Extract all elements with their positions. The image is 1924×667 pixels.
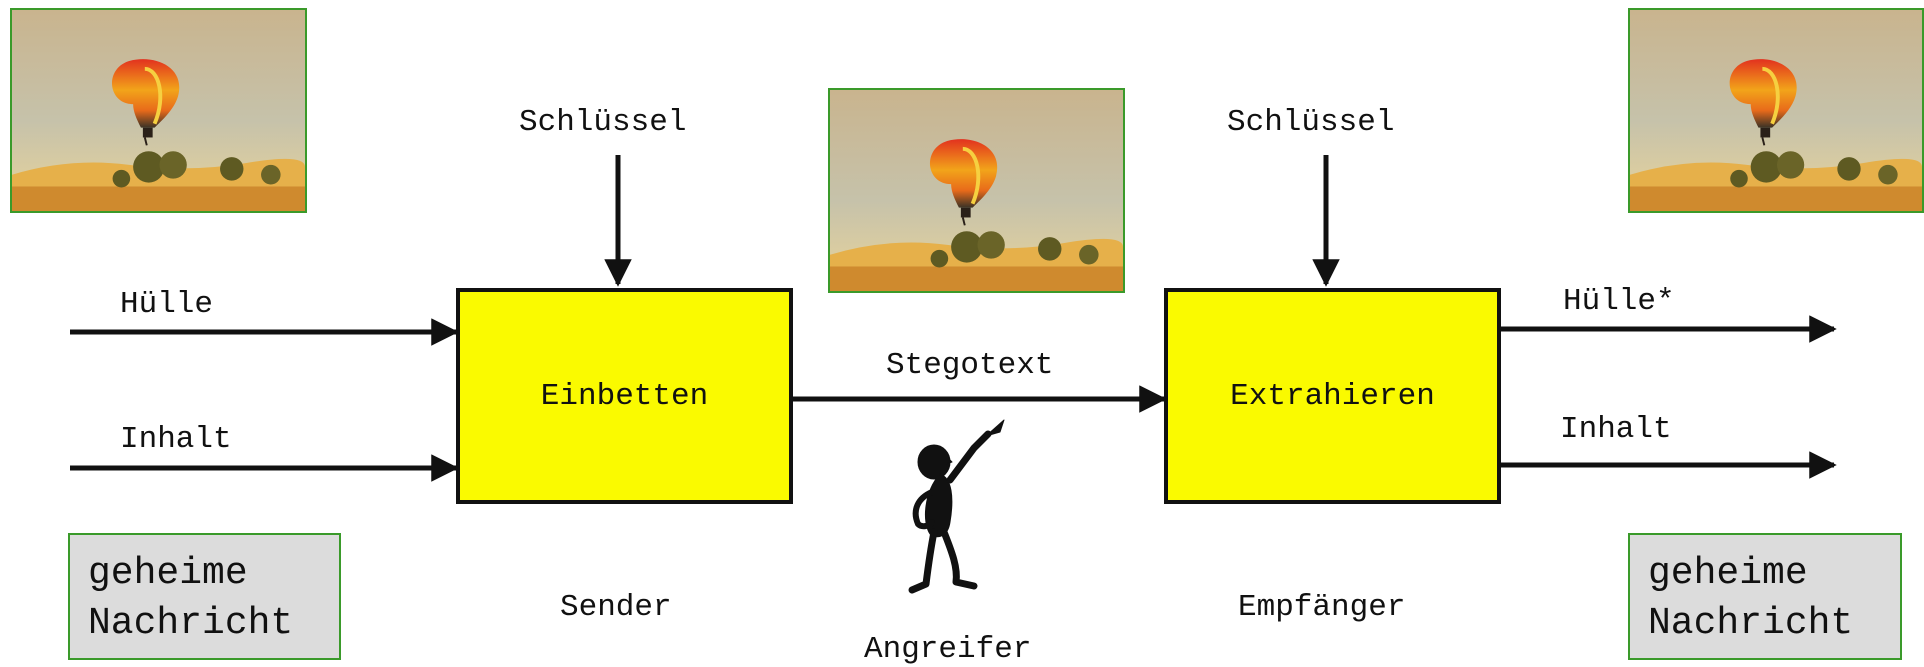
cover-image-right: [1628, 8, 1924, 213]
cover-output-label: Hülle*: [1563, 284, 1675, 319]
content-input-label: Inhalt: [120, 422, 232, 457]
hot-air-balloon-photo: [830, 90, 1123, 291]
pointing-figure-icon: [908, 419, 1005, 594]
extract-box: Extrahieren: [1164, 288, 1501, 504]
attacker-label: Angreifer: [864, 632, 1032, 667]
content-output-label: Inhalt: [1560, 412, 1672, 447]
stegotext-label: Stegotext: [886, 348, 1054, 383]
hot-air-balloon-photo: [1630, 10, 1922, 211]
stego-image-center: [828, 88, 1125, 293]
secret-message-right-line2: Nachricht: [1648, 602, 1854, 645]
secret-message-left: geheime Nachricht: [68, 533, 341, 660]
extract-key-label: Schlüssel: [1227, 105, 1395, 140]
secret-message-right-line1: geheime: [1648, 552, 1808, 595]
cover-image-left: [10, 8, 307, 213]
secret-message-left-line2: Nachricht: [88, 602, 294, 645]
secret-message-left-line1: geheime: [88, 552, 248, 595]
sender-label: Sender: [560, 590, 672, 625]
hot-air-balloon-photo: [12, 10, 305, 211]
embed-key-label: Schlüssel: [519, 105, 687, 140]
receiver-label: Empfänger: [1238, 590, 1406, 625]
cover-input-label: Hülle: [120, 287, 214, 322]
embed-box: Einbetten: [456, 288, 793, 504]
secret-message-right: geheime Nachricht: [1628, 533, 1902, 660]
